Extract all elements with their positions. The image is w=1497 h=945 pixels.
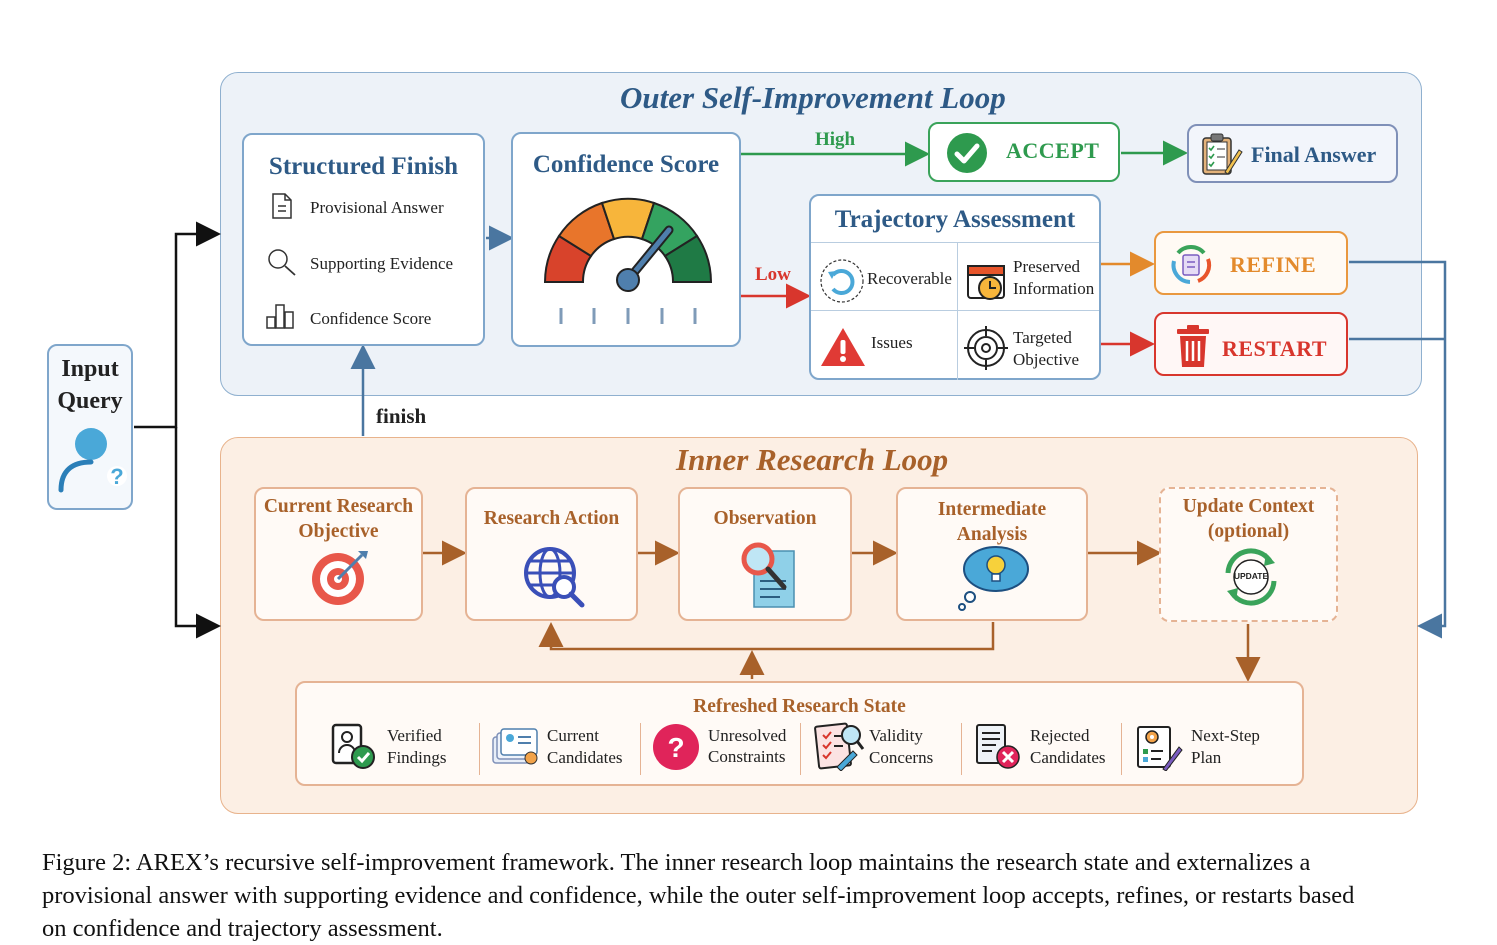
update-badge: UPDATE xyxy=(1233,571,1269,581)
state-item-unresolved-constraints-l2: Constraints xyxy=(708,747,786,766)
question-circle-icon: ? xyxy=(653,724,699,770)
verified-findings-icon xyxy=(331,723,375,769)
feedback-arrows xyxy=(1349,260,1447,639)
state-item-rejected-candidates-l1: Rejected xyxy=(1030,726,1090,745)
step-current-research-objective: Current Research Objective xyxy=(254,487,423,621)
clipboard-icon xyxy=(1202,133,1243,175)
input-query-line1: Input xyxy=(61,356,119,382)
candidates-cards-icon xyxy=(492,728,538,765)
search-icon xyxy=(268,249,296,276)
step-intermediate-analysis: Intermediate Analysis xyxy=(896,487,1088,621)
input-branch-arrows xyxy=(134,221,221,639)
state-item-rejected-candidates-l2: Candidates xyxy=(1030,748,1106,767)
magnifier-document-icon xyxy=(741,542,795,608)
state-separator xyxy=(640,723,641,775)
caption-line1: Figure 2: AREX’s recursive self-improvem… xyxy=(42,849,1311,876)
state-item-current-candidates-l1: Current xyxy=(547,726,599,745)
accept-box: ACCEPT xyxy=(928,122,1120,182)
final-answer-box: Final Answer xyxy=(1187,124,1398,183)
bar-chart-icon xyxy=(266,304,294,329)
step-title-line2: Analysis xyxy=(956,524,1028,545)
state-separator xyxy=(1121,723,1122,775)
trajectory-grid-lines xyxy=(811,310,1099,311)
confidence-score-box: Confidence Score xyxy=(511,132,741,347)
user-question-icon: ? xyxy=(58,428,127,493)
state-item-next-step-plan-l1: Next-Step xyxy=(1191,726,1260,745)
gauge-icon xyxy=(543,197,713,324)
structured-finish-box: Structured Finish Provisional Answer Sup… xyxy=(242,133,485,346)
update-cycle-icon xyxy=(1225,548,1277,606)
recover-icon xyxy=(820,259,864,303)
caption-line3: on confidence and trajectory assessment. xyxy=(42,915,443,942)
plan-gear-icon xyxy=(1137,726,1183,771)
check-circle-icon xyxy=(947,133,987,173)
trajectory-assessment-title: Trajectory Assessment xyxy=(834,206,1076,233)
targeted-objective-label: Targeted Objective xyxy=(1013,328,1080,369)
issues-label: Issues xyxy=(871,333,913,352)
state-item-validity-concerns-l2: Concerns xyxy=(869,748,934,767)
rejected-document-icon xyxy=(976,724,1020,769)
trajectory-grid-lines xyxy=(957,242,958,380)
state-item-next-step-plan-l2: Plan xyxy=(1191,748,1222,767)
step-update-context: Update Context (optional) UPDATE xyxy=(1159,487,1338,622)
step-title-line2: Objective xyxy=(298,521,379,542)
calendar-clock-icon xyxy=(967,265,1005,300)
outer-loop-title: Outer Self-Improvement Loop xyxy=(620,80,1006,115)
state-item-unresolved-constraints-l1: Unresolved xyxy=(708,726,787,745)
step-title-line1: Update Context xyxy=(1182,496,1315,517)
recoverable-label: Recoverable xyxy=(867,269,952,288)
globe-search-icon xyxy=(524,547,585,608)
svg-text:?: ? xyxy=(110,464,123,489)
bullseye-icon xyxy=(312,551,368,605)
warning-icon xyxy=(821,328,865,366)
step-title-line1: Current Research xyxy=(263,496,414,517)
refine-cycle-icon xyxy=(1171,245,1212,284)
input-query-line2: Query xyxy=(57,388,123,414)
supporting-evidence-label: Supporting Evidence xyxy=(310,254,454,273)
state-separator xyxy=(479,723,480,775)
trajectory-assessment-box: Trajectory Assessment Recoverable Preser… xyxy=(809,194,1101,380)
refine-label: REFINE xyxy=(1230,252,1317,277)
step-title-line1: Observation xyxy=(713,508,817,529)
state-item-verified-findings-l1: Verified xyxy=(387,726,442,745)
step-title-line1: Research Action xyxy=(483,508,620,529)
step-research-action: Research Action xyxy=(465,487,638,621)
idea-bubble-icon xyxy=(958,546,1029,611)
low-label: Low xyxy=(755,264,791,285)
finish-label: finish xyxy=(376,404,427,428)
document-icon xyxy=(272,193,292,219)
input-query-box: Input Query ? xyxy=(47,344,133,510)
structured-finish-title: Structured Finish xyxy=(268,153,459,180)
validity-checklist-icon xyxy=(814,722,865,771)
state-separator xyxy=(961,723,962,775)
inner-loop-title: Inner Research Loop xyxy=(676,442,949,477)
accept-label: ACCEPT xyxy=(1006,138,1100,163)
research-state-title: Refreshed Research State xyxy=(693,696,906,717)
step-title-line1: Intermediate xyxy=(937,499,1047,520)
caption-line2: provisional answer with supporting evide… xyxy=(42,882,1355,909)
figure-caption: Figure 2: AREX’s recursive self-improvem… xyxy=(42,846,1462,945)
step-observation: Observation xyxy=(678,487,852,621)
state-separator xyxy=(800,723,801,775)
svg-text:?: ? xyxy=(667,732,684,763)
refine-box: REFINE xyxy=(1154,231,1348,295)
high-label: High xyxy=(815,129,856,150)
target-icon xyxy=(964,326,1008,370)
trajectory-grid-lines xyxy=(811,242,1099,243)
restart-box: RESTART xyxy=(1154,312,1348,376)
state-item-validity-concerns-l1: Validity xyxy=(869,726,923,745)
step-title-line2: (optional) xyxy=(1207,521,1290,542)
state-item-current-candidates-l2: Candidates xyxy=(547,748,623,767)
preserved-information-label: Preserved Information xyxy=(1013,257,1095,298)
provisional-answer-label: Provisional Answer xyxy=(310,198,444,217)
final-answer-label: Final Answer xyxy=(1251,142,1377,167)
restart-label: RESTART xyxy=(1222,336,1328,361)
refreshed-research-state-box: Refreshed Research State Verified Findin… xyxy=(295,681,1304,786)
confidence-score-label: Confidence Score xyxy=(310,309,432,328)
trash-icon xyxy=(1177,325,1209,367)
state-item-verified-findings-l2: Findings xyxy=(387,748,447,767)
inner-step-arrows xyxy=(423,540,1261,682)
confidence-score-title: Confidence Score xyxy=(532,151,720,178)
